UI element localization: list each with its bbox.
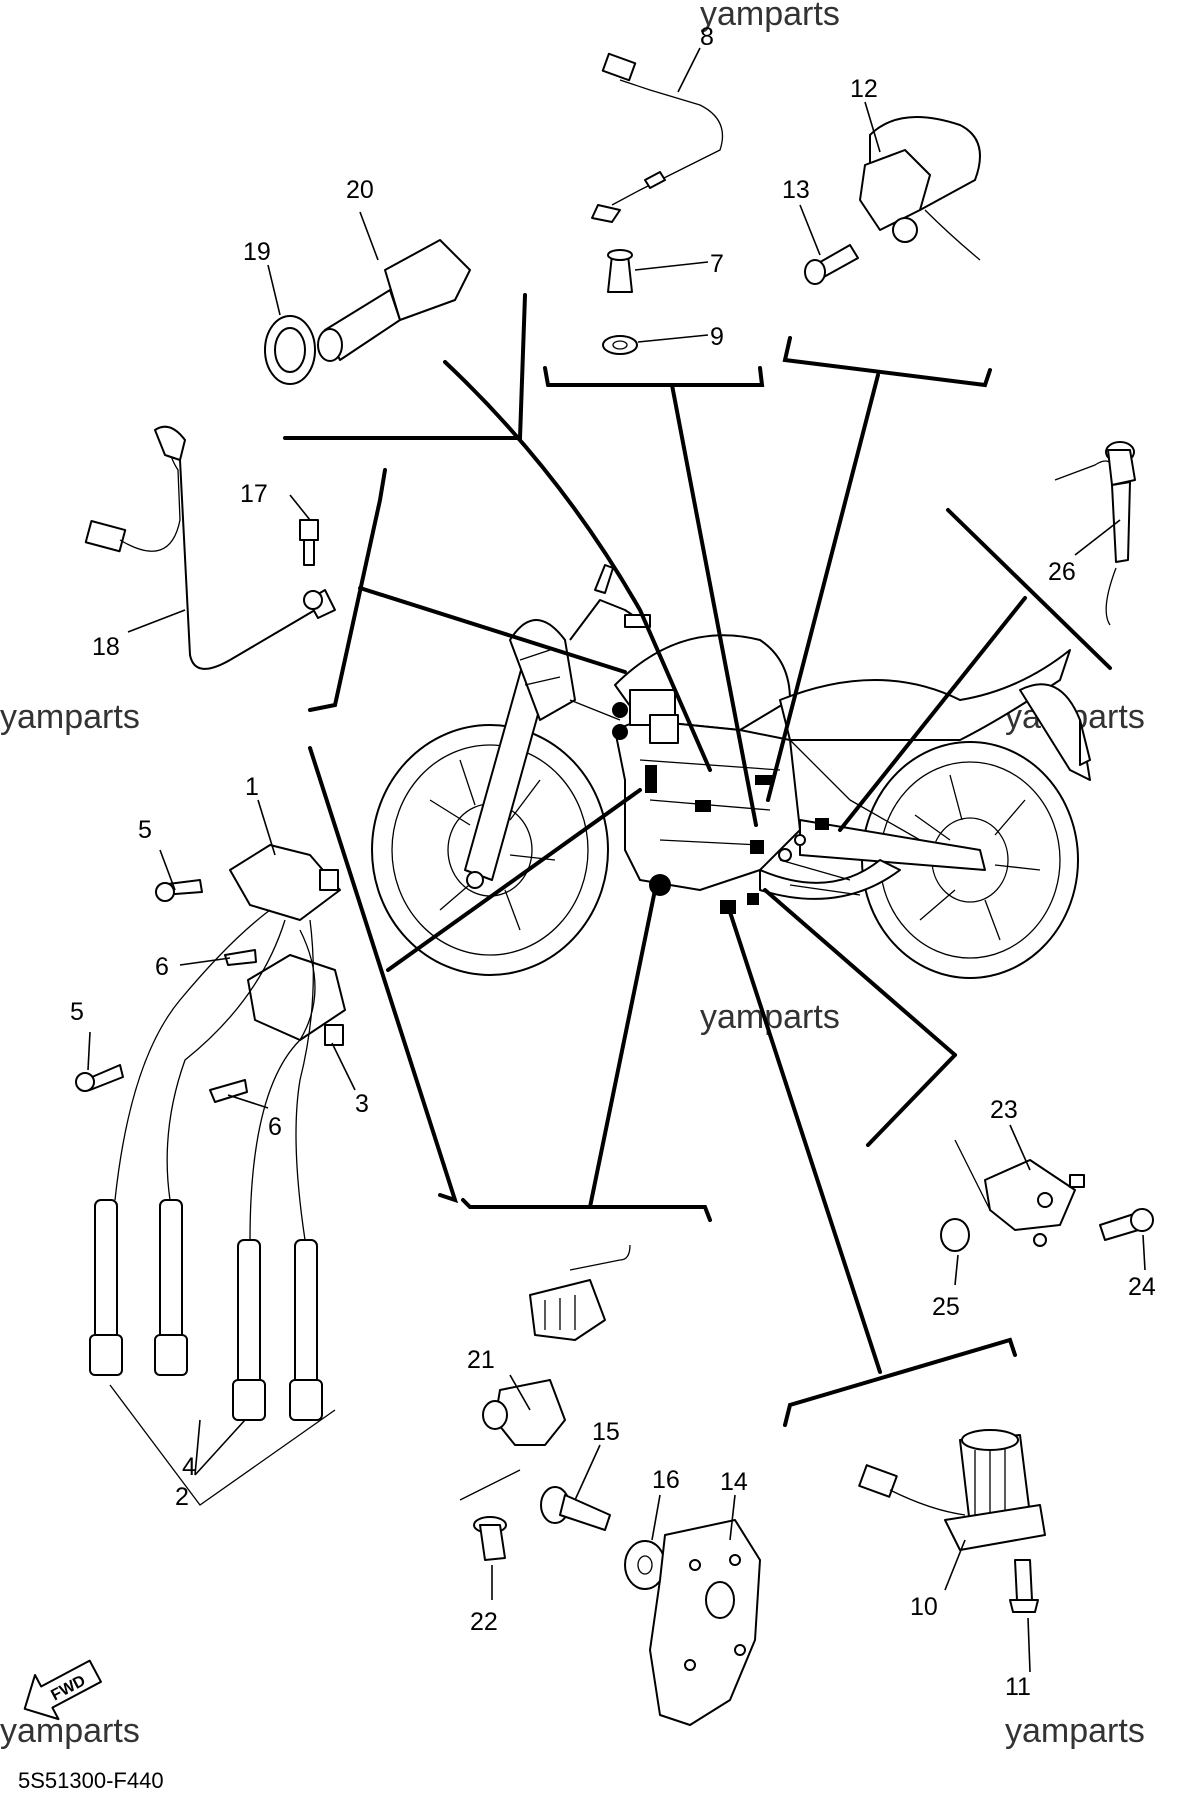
callout-18: 18 [92,633,120,661]
callout-1: 1 [245,773,259,801]
part-sidestand-switch [940,1139,1154,1252]
callout-5b: 5 [70,998,84,1026]
callout-12: 12 [850,75,878,103]
callout-2: 2 [175,1483,189,1511]
watermark-bottom-left: yamparts [0,1712,140,1750]
part-ignition-coils [75,844,346,1506]
callout-6a: 6 [155,953,169,981]
part-crank-position-sensor [858,1429,1046,1613]
callout-26: 26 [1048,558,1076,586]
watermark-top: yamparts [700,0,840,33]
callout-numbers: 1 2 3 4 5 5 6 6 7 8 9 10 11 12 13 14 15 … [70,23,1156,1701]
part-switch-lead [591,52,724,355]
motorcycle-illustration [371,564,1091,979]
callout-6b: 6 [268,1113,282,1141]
callout-25: 25 [932,1293,960,1321]
callout-13: 13 [782,176,810,204]
callout-24: 24 [1128,1273,1156,1301]
watermark-bottom-right: yamparts [1005,1712,1145,1750]
part-speed-sensor [804,116,981,285]
part-pickup-coil [459,1244,761,1726]
callout-23: 23 [990,1096,1018,1124]
callout-16: 16 [652,1466,680,1494]
callout-21: 21 [467,1346,495,1374]
callout-22: 22 [470,1608,498,1636]
callout-4: 4 [182,1453,196,1481]
callout-8: 8 [700,23,714,51]
part-neutral-switch [1054,441,1136,626]
callout-7: 7 [710,250,724,278]
callout-5a: 5 [138,816,152,844]
part-ground-lead [84,425,336,670]
part-temperature-sensor [264,239,471,385]
callout-15: 15 [592,1418,620,1446]
callout-14: 14 [720,1468,748,1496]
callout-leaders [87,47,1146,1673]
callout-9: 9 [710,323,724,351]
watermark-left: yamparts [0,698,140,736]
leader-lines [283,293,1112,1427]
callout-3: 3 [355,1090,369,1118]
callout-10: 10 [910,1593,938,1621]
callout-17: 17 [240,480,268,508]
diagram-code: 5S51300-F440 [18,1768,164,1793]
callout-20: 20 [346,176,374,204]
callout-11: 11 [1005,1673,1031,1701]
callout-19: 19 [243,238,271,266]
